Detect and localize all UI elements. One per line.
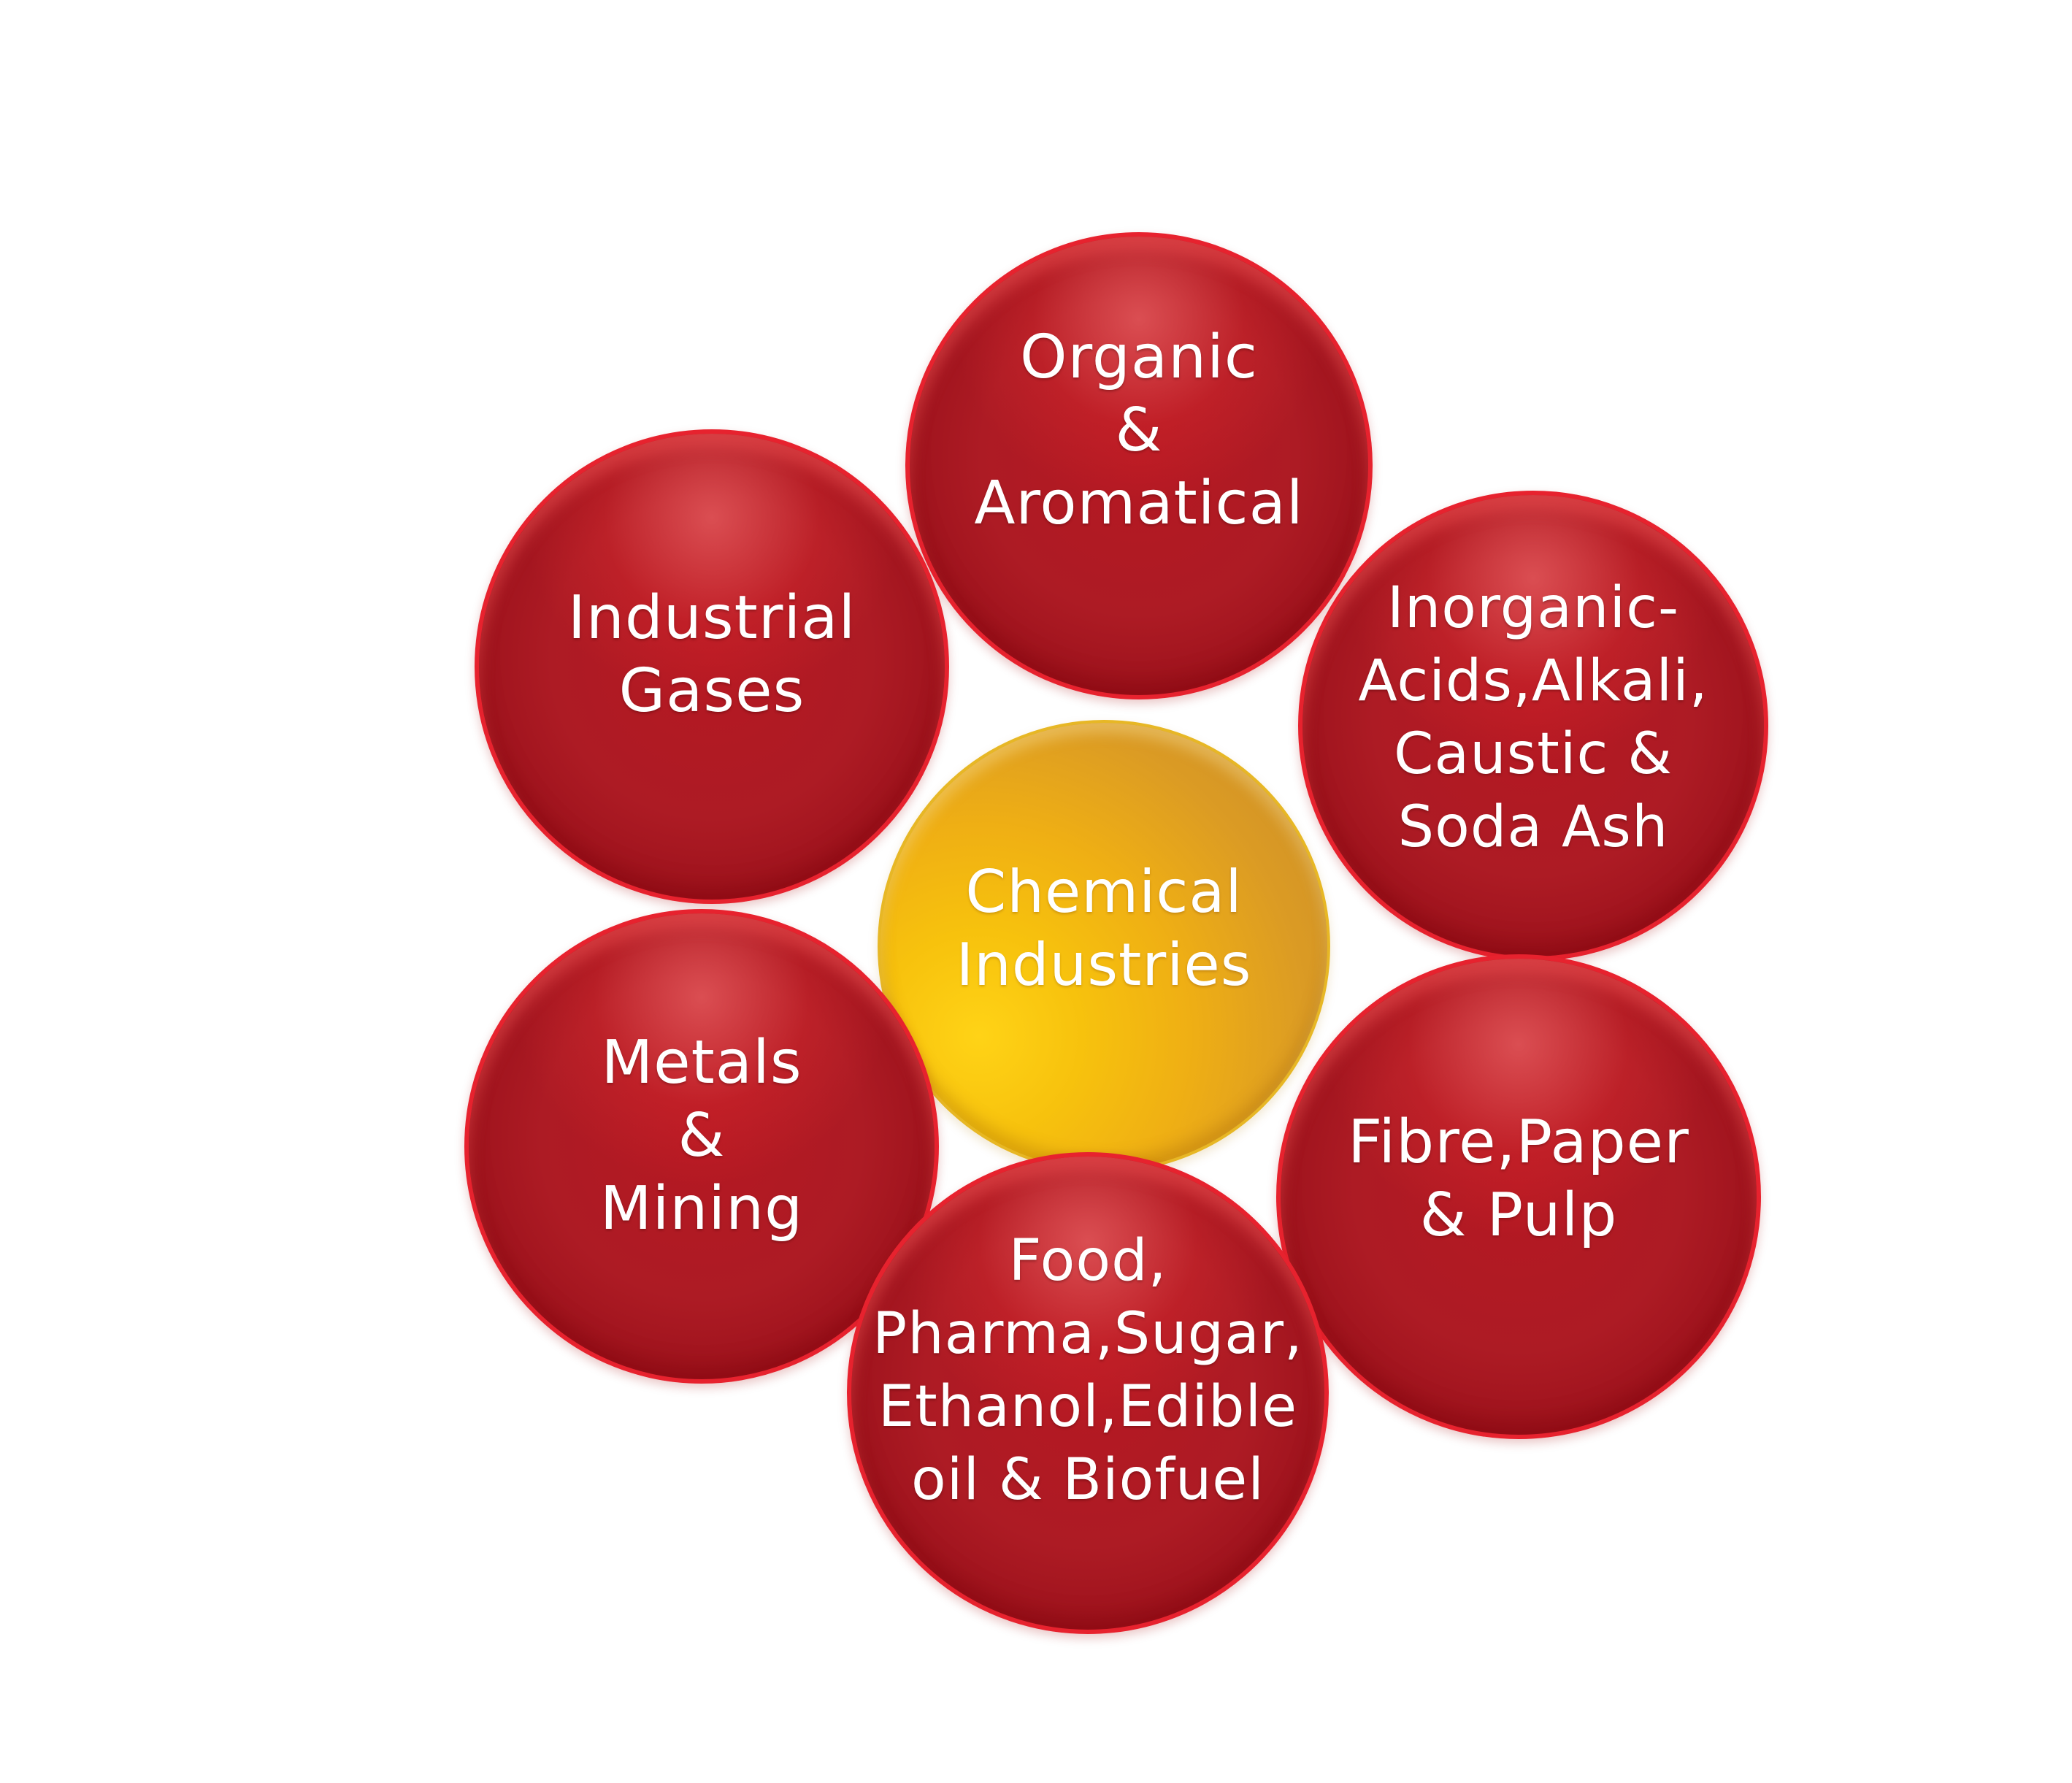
fibre-paper-pulp-label: Fibre,Paper & Pulp [1348, 1107, 1689, 1250]
inorganic-acids-bubble: Inorganic- Acids,Alkali, Caustic & Soda … [1298, 491, 1768, 961]
food-pharma-bubble: Food, Pharma,Sugar, Ethanol,Edible oil &… [847, 1152, 1329, 1634]
inorganic-acids-label: Inorganic- Acids,Alkali, Caustic & Soda … [1358, 575, 1708, 860]
organic-aromatical-label: Organic & Aromatical [974, 322, 1304, 539]
metals-mining-bubble: Metals & Mining [464, 909, 939, 1384]
industrial-gases-label: Industrial Gases [567, 583, 856, 726]
industrial-gases-bubble: Industrial Gases [475, 429, 949, 904]
chemical-industries-center-bubble: Chemical Industries [878, 720, 1330, 1173]
chemical-industries-center-label: Chemical Industries [956, 858, 1252, 999]
metals-mining-label: Metals & Mining [599, 1027, 804, 1244]
fibre-paper-pulp-bubble: Fibre,Paper & Pulp [1276, 954, 1761, 1439]
organic-aromatical-bubble: Organic & Aromatical [905, 232, 1373, 699]
food-pharma-label: Food, Pharma,Sugar, Ethanol,Edible oil &… [872, 1228, 1303, 1513]
